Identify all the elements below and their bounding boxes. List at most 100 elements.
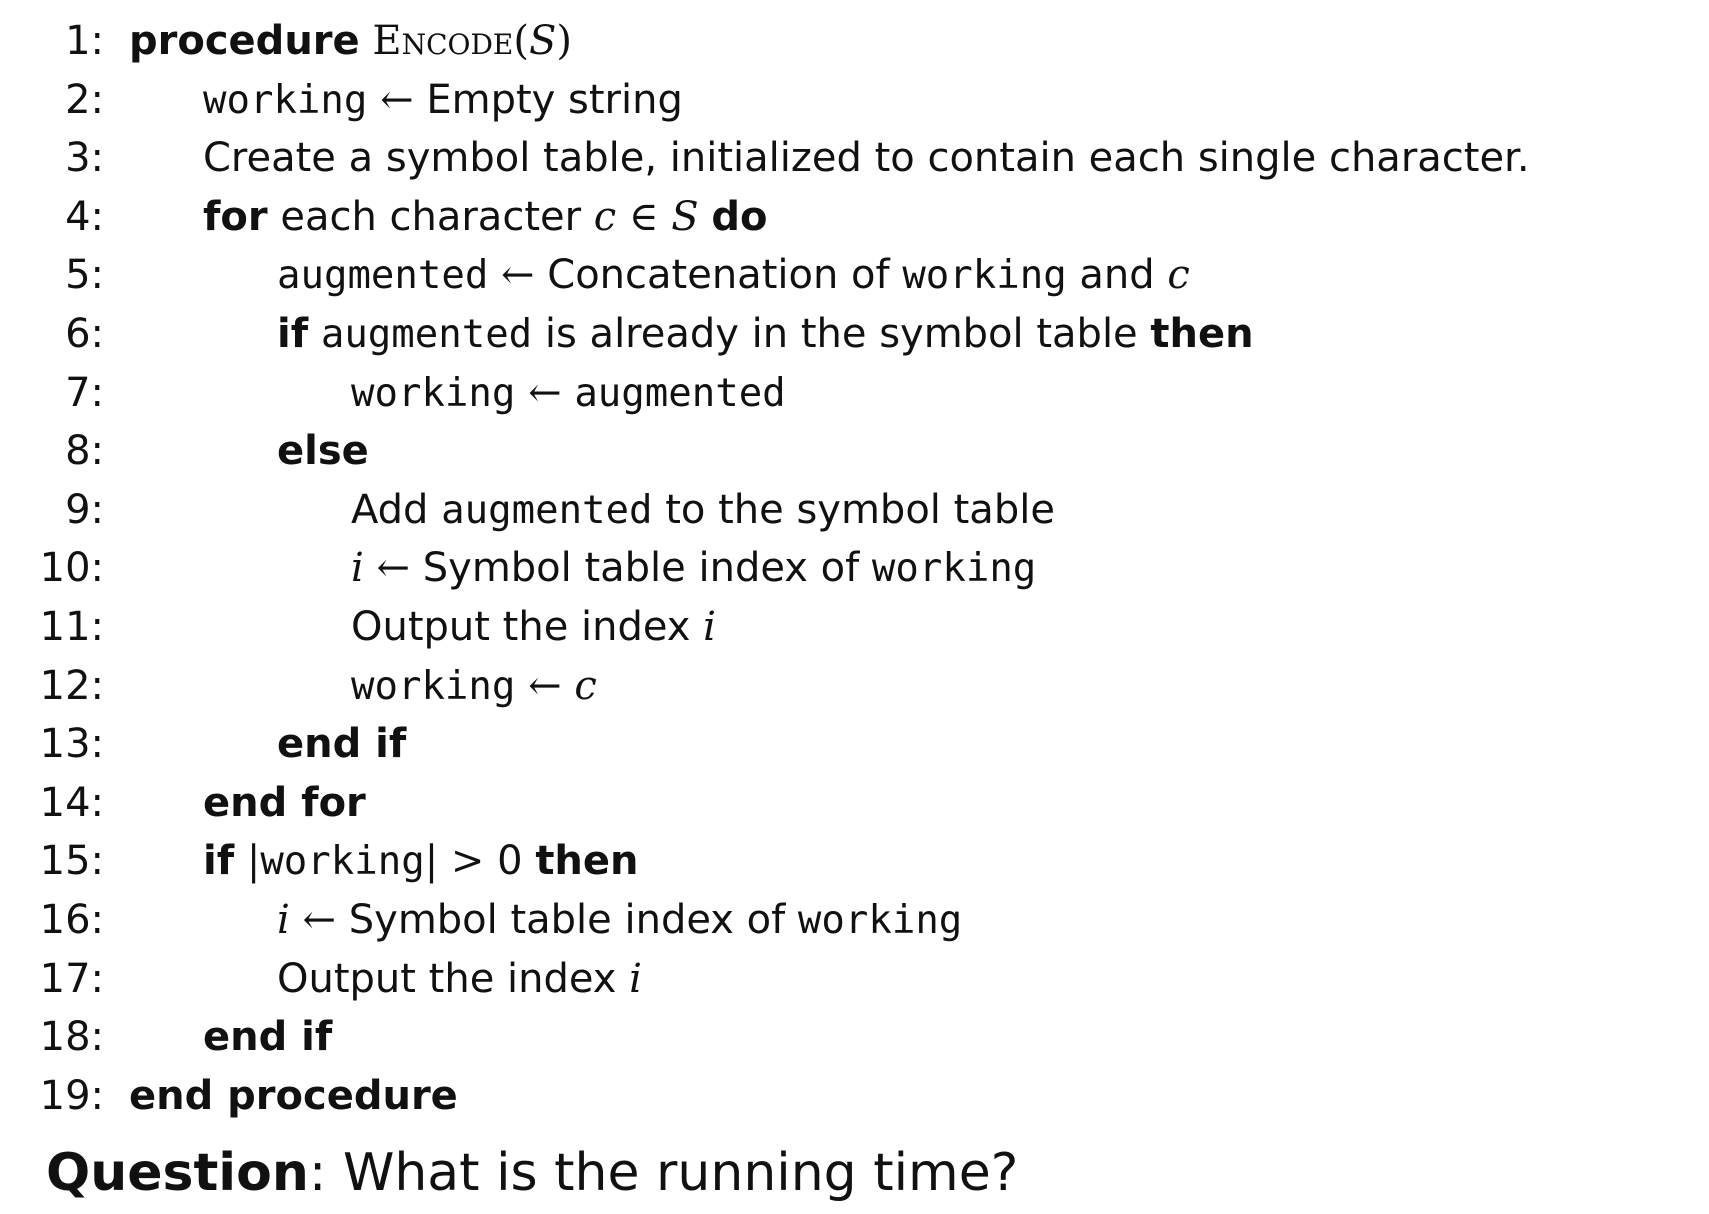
line-number: 5: (65, 252, 104, 299)
line-code: i ← Symbol table index of working (277, 891, 962, 951)
line-number: 4: (65, 193, 104, 240)
var-working: working (203, 77, 368, 123)
text-and: and (1079, 252, 1155, 299)
var-working: working (260, 839, 425, 885)
var-working: working (902, 253, 1067, 299)
abs-bar-left: | (246, 838, 261, 885)
line-code: augmented ← Concatenation of working and… (277, 246, 1190, 306)
keyword-if: if (277, 310, 309, 357)
var-c: c (1167, 252, 1190, 299)
var-i: i (703, 603, 716, 650)
element-of-symbol: ∈ (628, 193, 659, 240)
line-code: end if (277, 715, 406, 774)
line-number: 7: (65, 369, 104, 416)
algo-line-3: 3: Create a symbol table, initialized to… (0, 129, 1709, 188)
algo-line-1: 1: procedure Encode(S) (0, 12, 1709, 71)
question-label: Question (46, 1143, 309, 1203)
assign-arrow: ← (528, 662, 562, 709)
assign-arrow: ← (528, 369, 562, 416)
var-augmented: augmented (441, 487, 653, 533)
keyword-do: do (711, 193, 768, 240)
var-working: working (351, 370, 516, 416)
keyword-else: else (277, 428, 369, 475)
algo-line-4: 4: for each character c ∈ S do (0, 188, 1709, 247)
algo-line-18: 18: end if (0, 1008, 1709, 1067)
paren-open: ( (513, 18, 529, 64)
text-output-the-index: Output the index (351, 603, 691, 650)
keyword-end-if: end if (277, 721, 407, 768)
line-code: Output the index i (277, 950, 642, 1009)
line-number: 2: (65, 76, 104, 123)
line-number: 13: (39, 721, 104, 768)
line-code: end if (203, 1008, 332, 1067)
var-working: working (797, 897, 963, 943)
assign-arrow: ← (376, 545, 411, 592)
paren-close: ) (556, 18, 572, 64)
line-code: if augmented is already in the symbol ta… (277, 305, 1254, 365)
line-number: 15: (39, 838, 104, 885)
keyword-end-for: end for (203, 779, 366, 826)
assign-arrow: ← (302, 896, 337, 943)
line-code: if |working| > 0 then (203, 832, 639, 892)
line-number: 14: (39, 779, 104, 826)
greater-than-symbol: > (450, 838, 485, 885)
algo-line-15: 15: if |working| > 0 then (0, 832, 1709, 891)
line-number: 19: (39, 1072, 104, 1119)
line-number: 16: (39, 896, 104, 943)
algo-line-13: 13: end if (0, 715, 1709, 774)
procedure-name: Encode (372, 18, 514, 64)
var-augmented: augmented (320, 311, 533, 357)
keyword-then: then (1150, 310, 1254, 357)
algo-line-9: 9: Add augmented to the symbol table (0, 481, 1709, 540)
line-code: Create a symbol table, initialized to co… (203, 129, 1530, 188)
text-concatenation-of: Concatenation of (547, 252, 890, 299)
var-augmented: augmented (277, 253, 489, 299)
line-code: end procedure (129, 1067, 458, 1126)
line-code: working ← c (351, 657, 597, 717)
line-number: 10: (39, 545, 104, 592)
algo-line-6: 6: if augmented is already in the symbol… (0, 305, 1709, 364)
var-i: i (629, 955, 642, 1002)
line-code: end for (203, 774, 366, 833)
algo-line-19: 19: end procedure (0, 1067, 1709, 1126)
text-symbol-table-index-of: Symbol table index of (348, 896, 786, 943)
text-is-already-in: is already in the symbol table (544, 310, 1138, 357)
line-code: i ← Symbol table index of working (351, 539, 1036, 599)
algo-line-5: 5: augmented ← Concatenation of working … (0, 246, 1709, 305)
text-add: Add (351, 486, 429, 533)
algo-line-11: 11: Output the index i (0, 598, 1709, 657)
question-colon: : (308, 1143, 327, 1203)
line-code: else (277, 422, 369, 481)
text-symbol-table-index-of: Symbol table index of (422, 545, 860, 592)
number-zero: 0 (497, 838, 523, 885)
algo-line-7: 7: working ← augmented (0, 364, 1709, 423)
text-output-the-index: Output the index (277, 955, 617, 1002)
text-create-table: Create a symbol table, initialized to co… (203, 135, 1530, 182)
line-code: Add augmented to the symbol table (351, 481, 1055, 541)
var-c: c (593, 193, 617, 240)
line-number: 18: (39, 1014, 104, 1061)
algo-line-17: 17: Output the index i (0, 950, 1709, 1009)
algo-line-14: 14: end for (0, 774, 1709, 833)
keyword-procedure: procedure (129, 18, 360, 64)
algo-line-8: 8: else (0, 422, 1709, 481)
line-number: 1: (65, 18, 104, 64)
line-number: 17: (39, 955, 104, 1002)
var-augmented: augmented (574, 370, 786, 416)
var-i: i (351, 545, 364, 592)
var-S: S (528, 18, 557, 64)
line-code: working ← Empty string (203, 71, 683, 131)
line-code: Output the index i (351, 598, 716, 657)
keyword-if: if (203, 838, 235, 885)
var-i: i (277, 896, 290, 943)
line-code: working ← augmented (351, 364, 786, 424)
algorithm-block: 1: procedure Encode(S) 2: working ← Empt… (0, 12, 1709, 1125)
keyword-then: then (535, 838, 639, 885)
line-number: 6: (65, 310, 104, 357)
line-number: 12: (39, 662, 104, 709)
algo-line-12: 12: working ← c (0, 657, 1709, 716)
line-number: 9: (65, 486, 104, 533)
line-code: for each character c ∈ S do (203, 188, 767, 247)
line-number: 3: (65, 135, 104, 182)
abs-bar-right: | (424, 838, 439, 885)
